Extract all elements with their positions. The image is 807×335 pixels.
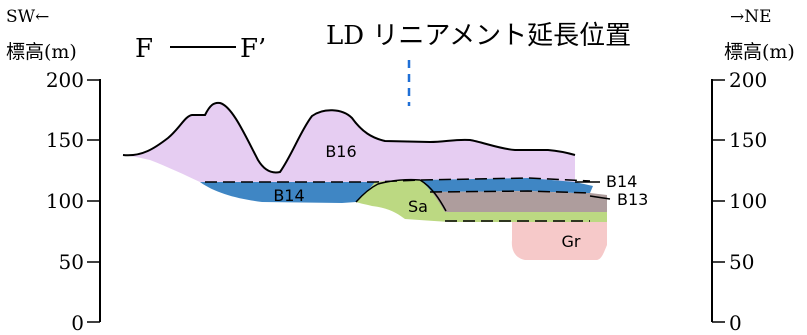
gr-label: Gr: [562, 232, 581, 251]
section-start-label: F: [135, 34, 153, 64]
b13-label-leader: [589, 195, 611, 200]
left-tick-label-100: 100: [46, 189, 84, 213]
left-elevation-unit: 標高(m): [6, 41, 77, 63]
gr-unit-area: [511, 222, 607, 260]
b13-unit-area: [430, 191, 607, 212]
lineament-label: LD リニアメント延長位置: [326, 21, 631, 51]
right-tick-label-50: 50: [729, 250, 754, 274]
b14-left-label: B14: [273, 186, 304, 205]
right-tick-label-200: 200: [729, 68, 767, 92]
sa-top-solid-boundary: [355, 178, 447, 212]
topographic-surface-line: [122, 101, 576, 174]
b16-label: B16: [325, 142, 356, 161]
right-tick-label-150: 150: [729, 128, 767, 152]
right-tick-label-0: 0: [729, 311, 742, 335]
left-tick-label-0: 0: [71, 311, 84, 335]
left-tick-label-200: 200: [46, 68, 84, 92]
sw-direction-label: SW←: [6, 7, 49, 27]
left-tick-label-150: 150: [46, 128, 84, 152]
right-tick-label-100: 100: [729, 189, 767, 213]
sa-label: Sa: [408, 197, 428, 216]
b14-left-unit-area: [200, 182, 375, 203]
section-end-label: F’: [240, 34, 266, 64]
ne-direction-label: →NE: [730, 7, 772, 27]
sa-unit-area: [356, 179, 607, 222]
b13-top-dashed-boundary: [429, 190, 591, 194]
left-tick-label-50: 50: [59, 250, 84, 274]
b14-top-dashed-boundary: [205, 177, 591, 183]
b14-right-unit-area: [420, 178, 593, 193]
right-elevation-unit: 標高(m): [724, 41, 795, 63]
b14-right-label: B14: [606, 172, 637, 191]
b13-label: B13: [617, 190, 648, 209]
b16-unit-area: [123, 102, 575, 182]
